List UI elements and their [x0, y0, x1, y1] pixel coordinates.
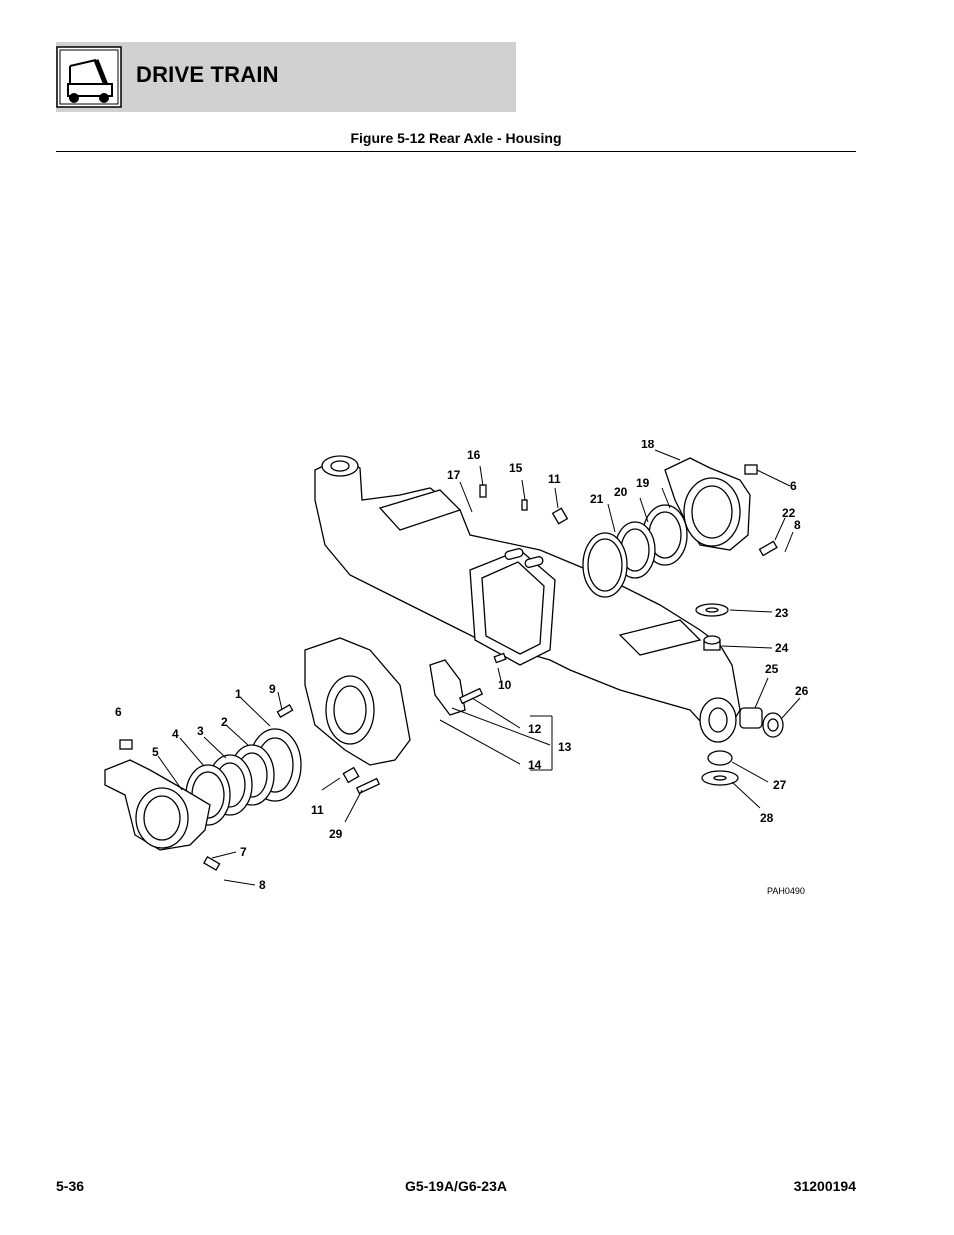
callout-23: 23: [775, 606, 789, 620]
page-number: 5-36: [56, 1178, 85, 1194]
rear-axle-exploded-diagram: 1 2 3 4 5 6 6 7 8 8 9 10 11 11 12 13 14 …: [104, 440, 809, 896]
callout-21: 21: [590, 492, 604, 506]
callout-8-left: 8: [259, 878, 266, 892]
callout-2: 2: [221, 715, 228, 729]
callout-12: 12: [528, 722, 542, 736]
callout-24: 24: [775, 641, 789, 655]
callout-11-left: 11: [311, 803, 324, 817]
doc-number: 31200194: [793, 1178, 856, 1194]
callout-22: 22: [782, 506, 796, 520]
model-text: G5-19A/G6-23A: [405, 1178, 507, 1194]
callout-16: 16: [467, 448, 481, 462]
callout-9: 9: [269, 682, 276, 696]
figure-caption-text: Figure 5-12 Rear Axle - Housing: [350, 130, 562, 146]
section-title: DRIVE TRAIN: [136, 62, 279, 87]
callout-14: 14: [528, 758, 542, 772]
callout-6-right: 6: [790, 479, 797, 493]
callout-27: 27: [773, 778, 787, 792]
callout-19: 19: [636, 476, 650, 490]
drawing-code: PAH0490: [767, 886, 805, 896]
callout-18: 18: [641, 440, 655, 451]
callout-11-top: 11: [548, 472, 561, 486]
callout-1: 1: [235, 687, 242, 701]
callout-3: 3: [197, 724, 204, 738]
callout-5: 5: [152, 745, 159, 759]
callout-8-right: 8: [794, 518, 801, 532]
figure-caption: Figure 5-12 Rear Axle - Housing: [0, 130, 954, 146]
callout-15: 15: [509, 461, 523, 475]
callout-29: 29: [329, 827, 343, 841]
footer-model: G5-19A/G6-23A: [0, 1178, 954, 1194]
callout-20: 20: [614, 485, 628, 499]
header-rule: [56, 151, 856, 152]
header-band: DRIVE TRAIN: [56, 42, 516, 112]
callout-6-left: 6: [115, 705, 122, 719]
callout-17: 17: [447, 468, 461, 482]
callout-26: 26: [795, 684, 809, 698]
callout-4: 4: [172, 727, 179, 741]
callout-10: 10: [498, 678, 512, 692]
forklift-icon: [56, 46, 122, 108]
callout-7: 7: [240, 845, 247, 859]
callout-25: 25: [765, 662, 779, 676]
callout-28: 28: [760, 811, 774, 825]
callout-13: 13: [558, 740, 572, 754]
